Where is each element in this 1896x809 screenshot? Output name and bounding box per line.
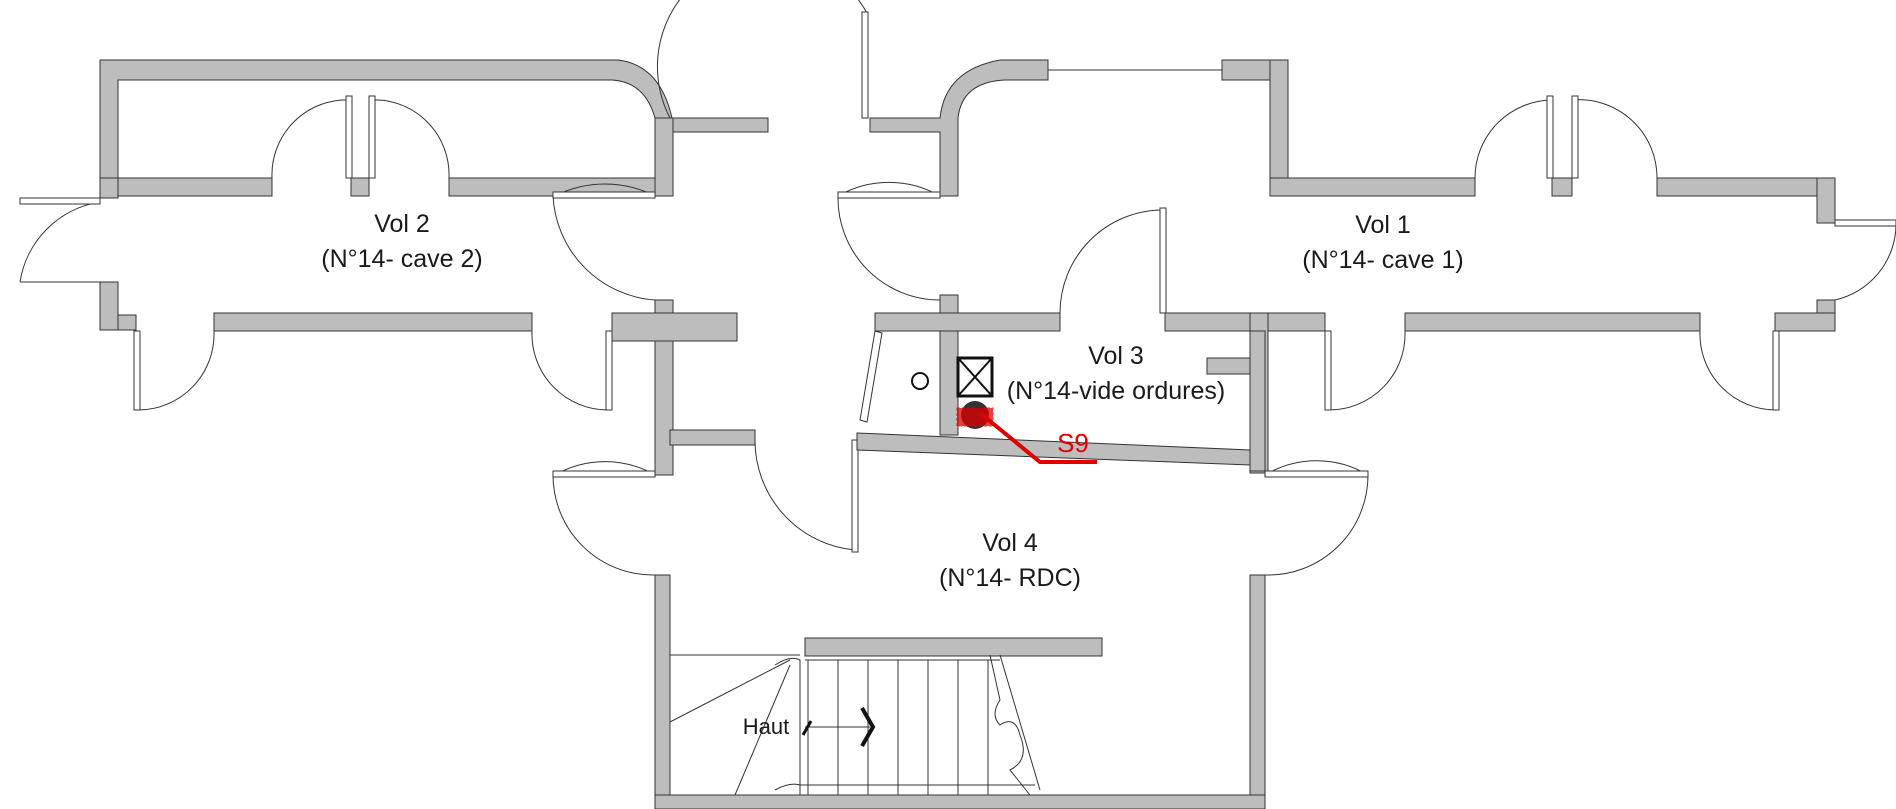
vol4-doors [552,460,1369,576]
vol1-doors [1048,69,1896,411]
s9-marker: S9 [956,407,1097,464]
vol4-walls [654,574,1266,809]
vol2-walls [99,59,756,476]
staircase: Haut [669,654,1041,796]
vol3-walls [856,294,1266,472]
pipe-circle [911,372,929,390]
room-name: Vol 4 [982,529,1038,557]
room-label-vol1: Vol 1 (N°14- cave 1) [1302,211,1463,274]
marker-label: S9 [1057,428,1089,458]
room-label-vol3: Vol 3 (N°14-vide ordures) [1007,342,1225,405]
room-name: Vol 1 [1355,211,1411,239]
room-name: Vol 3 [1088,342,1144,370]
room-desc: (N°14- RDC) [939,564,1081,592]
vol2-doors [19,95,613,411]
room-label-vol4: Vol 4 (N°14- RDC) [939,529,1081,592]
room-label-vol2: Vol 2 (N°14- cave 2) [321,210,482,273]
stair-label: Haut [743,714,789,739]
stair-arrow-icon [860,706,876,748]
marker-hatch [956,407,994,427]
marker-leader-line [978,411,1097,464]
room-desc: (N°14- cave 1) [1302,246,1463,274]
corridor-doors [552,0,941,553]
room-name: Vol 2 [374,210,430,238]
chute-box-icon [956,356,994,398]
room-desc: (N°14-vide ordures) [1007,377,1225,405]
vol3-doors [859,207,1167,423]
room-desc: (N°14- cave 2) [321,245,482,273]
